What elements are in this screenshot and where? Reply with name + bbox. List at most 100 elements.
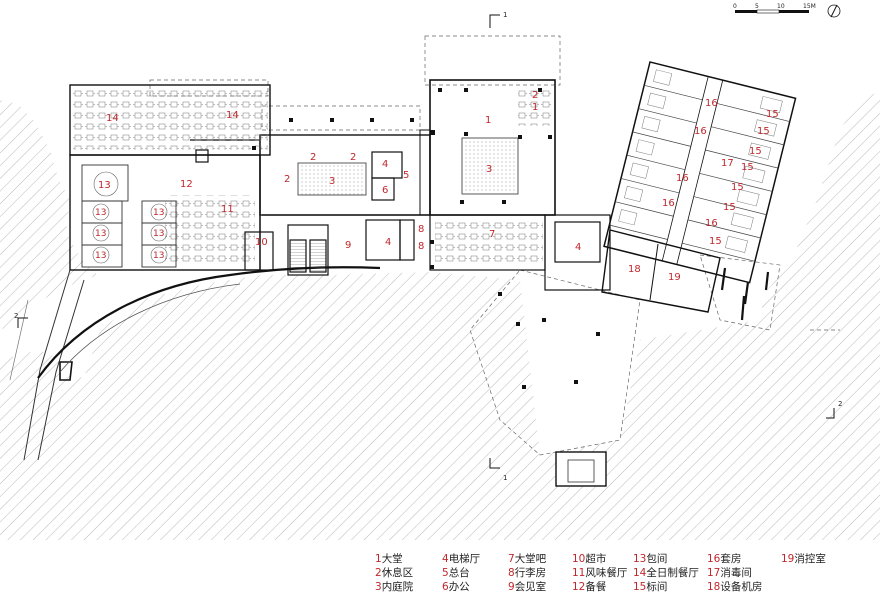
room-label-15g: 15	[709, 236, 722, 247]
room-label-13g: 13	[153, 251, 164, 261]
terrain-hatch	[0, 92, 880, 540]
courtyards	[297, 137, 519, 196]
room-label-15c: 15	[749, 146, 762, 157]
legend-label: 大堂吧	[514, 553, 547, 565]
section-marker-1-top: 1	[503, 11, 507, 19]
legend-label: 总台	[448, 567, 470, 579]
room-label-14b: 14	[226, 110, 239, 121]
room-label-13d: 13	[95, 251, 106, 261]
scale-tick-5: 5	[755, 3, 759, 10]
furniture	[72, 86, 553, 266]
room-label-3a: 3	[329, 176, 335, 187]
room-label-13c: 13	[95, 229, 106, 239]
room-label-16b: 16	[694, 126, 707, 137]
legend-item-3: 3内庭院	[375, 580, 413, 594]
legend-number: 13	[633, 553, 647, 565]
room-label-2c: 2	[284, 174, 290, 185]
room-label-11: 11	[221, 204, 234, 215]
legend-number: 6	[442, 581, 449, 593]
legend-label: 内庭院	[381, 581, 414, 593]
room-label-15a: 15	[766, 109, 779, 120]
legend-item-6: 6办公	[442, 580, 480, 594]
legend-item-9: 9会见室	[508, 580, 546, 594]
room-label-7: 7	[489, 229, 495, 240]
room-label-9: 9	[345, 240, 351, 251]
room-label-16e: 16	[705, 218, 718, 229]
room-label-13e: 13	[153, 208, 164, 218]
legend-number: 19	[781, 553, 795, 565]
service-cores	[195, 149, 601, 276]
legend-label: 会见室	[514, 581, 547, 593]
scale-tick-15m: 15M	[803, 3, 816, 10]
room-label-18: 18	[628, 264, 641, 275]
legend-label: 办公	[448, 581, 470, 593]
section-marker-2-left: 2	[14, 312, 18, 320]
legend-column: 19消控室	[781, 552, 826, 566]
building-footprint	[58, 60, 800, 455]
room-label-2b: 2	[350, 152, 356, 163]
room-label-3b: 3	[486, 164, 492, 175]
legend-label: 行李房	[514, 567, 547, 579]
legend-number: 2	[375, 567, 382, 579]
legend-number: 1	[375, 553, 382, 565]
structural-columns	[252, 88, 600, 389]
legend-number: 18	[707, 581, 721, 593]
legend-item-2: 2休息区	[375, 566, 413, 580]
room-label-15f: 15	[723, 202, 736, 213]
legend-item-15: 15标间	[633, 580, 699, 594]
legend-label: 超市	[585, 553, 607, 565]
legend-label: 消毒间	[720, 567, 752, 579]
legend-item-4: 4电梯厅	[442, 552, 480, 566]
room-label-8b: 8	[418, 241, 424, 252]
room-label-4a: 4	[382, 159, 388, 170]
north-arrow-icon	[827, 4, 841, 18]
room-label-16a: 16	[705, 98, 718, 109]
legend-number: 10	[572, 553, 586, 565]
room-label-17: 17	[721, 158, 734, 169]
legend-number: 4	[442, 553, 449, 565]
legend-item-12: 12备餐	[572, 580, 627, 594]
room-label-2d: 2	[532, 90, 538, 101]
bottom-pavilion	[555, 451, 607, 487]
legend-item-13: 13包间	[633, 552, 699, 566]
legend-item-1: 1大堂	[375, 552, 413, 566]
legend-item-18: 18设备机房	[707, 580, 762, 594]
legend-number: 3	[375, 581, 382, 593]
legend-number: 8	[508, 567, 515, 579]
legend-number: 16	[707, 553, 721, 565]
legend-number: 15	[633, 581, 647, 593]
room-label-15b: 15	[757, 126, 770, 137]
private-dining-rooms	[81, 164, 177, 268]
legend-label: 大堂	[381, 553, 403, 565]
guest-room-wing	[603, 61, 797, 284]
scale-bar: 0 5 10 15M	[733, 3, 816, 14]
room-label-4c: 4	[575, 242, 581, 253]
scale-tick-0: 0	[733, 3, 737, 10]
legend-label: 全日制餐厅	[646, 567, 699, 579]
legend-label: 风味餐厅	[585, 567, 628, 579]
legend-number: 17	[707, 567, 721, 579]
room-label-16c: 16	[676, 173, 689, 184]
room-label-8a: 8	[418, 224, 424, 235]
legend-item-10: 10超市	[572, 552, 627, 566]
legend-item-19: 19消控室	[781, 552, 826, 566]
room-label-2a: 2	[310, 152, 316, 163]
room-label-13a: 13	[98, 180, 111, 191]
legend-number: 14	[633, 567, 647, 579]
curved-facade-inner	[59, 283, 241, 373]
room-number-labels: 1 1 2 2 2 2 3 3 4 4 4 5 6 7 8 8 9 10 11 …	[95, 90, 779, 283]
legend-label: 套房	[720, 553, 742, 565]
room-label-4b: 4	[385, 237, 391, 248]
legend-number: 12	[572, 581, 586, 593]
legend-label: 消控室	[794, 553, 826, 565]
legend-label: 电梯厅	[448, 553, 481, 565]
scale-tick-10: 10	[777, 3, 785, 10]
building-walls	[69, 79, 721, 313]
legend-number: 9	[508, 581, 515, 593]
